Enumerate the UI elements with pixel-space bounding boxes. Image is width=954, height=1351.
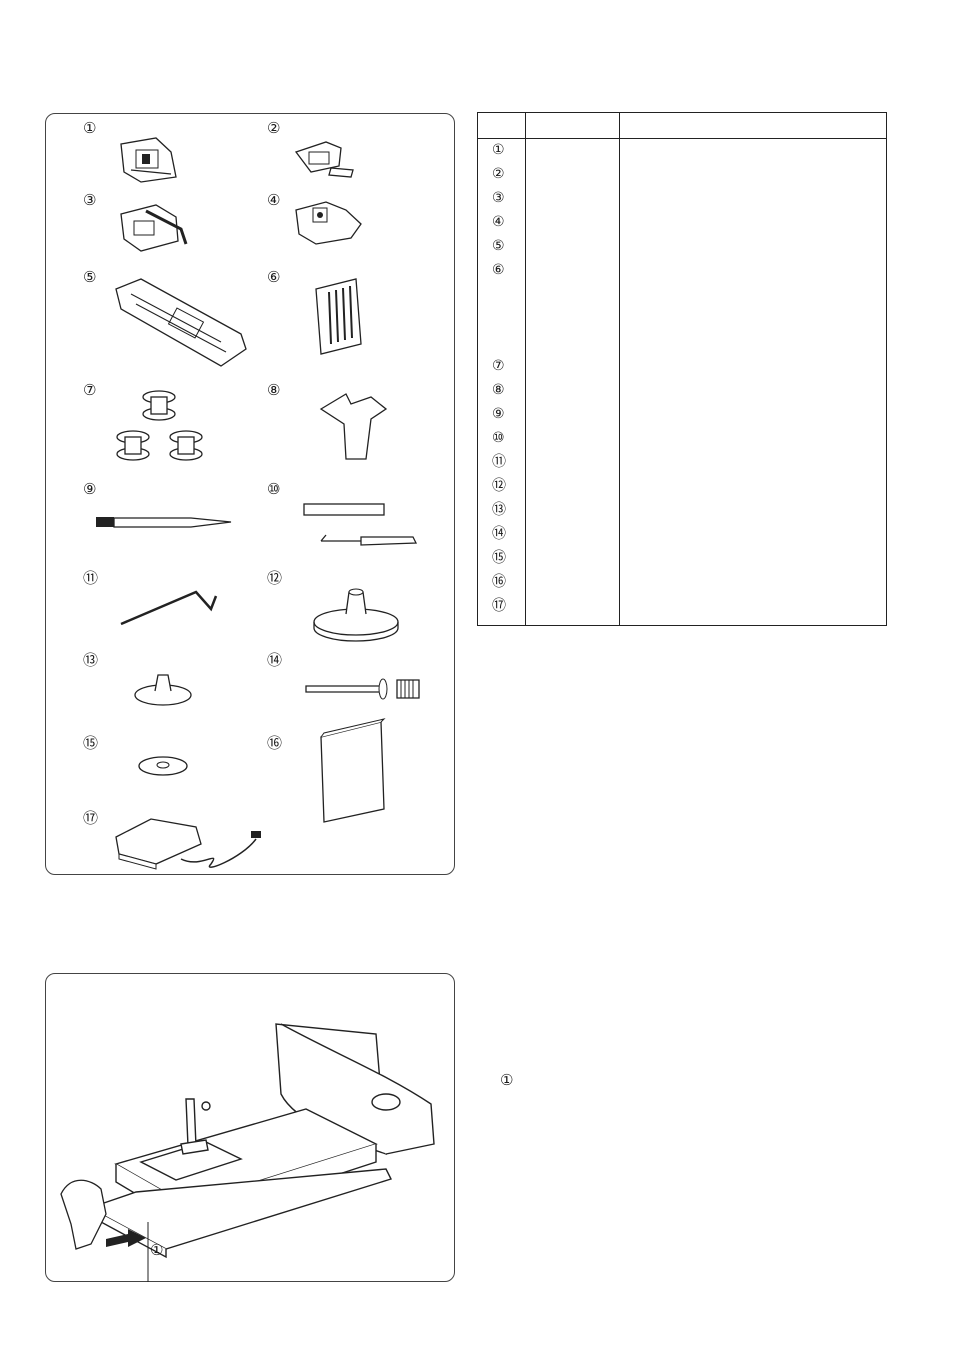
instruction-book-icon bbox=[320, 718, 386, 823]
item-number-7: ⑦ bbox=[83, 381, 97, 399]
sewing-machine-illustration bbox=[60, 1023, 435, 1282]
item-number-8: ⑧ bbox=[267, 381, 281, 399]
table-row-number: ⑭ bbox=[492, 526, 506, 542]
item-number-3: ③ bbox=[83, 191, 97, 209]
table-row-number: ③ bbox=[492, 190, 505, 206]
table-row-number: ⑯ bbox=[492, 574, 506, 590]
needle-set-icon bbox=[315, 278, 362, 355]
table-row-number: ⑧ bbox=[492, 382, 505, 398]
extension-table-label: ① bbox=[500, 1071, 514, 1089]
parts-table: ① ② ③ ④ ⑤ ⑥ ⑦ ⑧ ⑨ ⑩ ⑪ ⑫ ⑬ ⑭ ⑮ ⑯ ⑰ bbox=[477, 112, 887, 626]
accessories-panel: ① ② ③ ④ ⑤ ⑥ ⑦ bbox=[45, 113, 455, 875]
table-row-number: ⑮ bbox=[492, 550, 506, 566]
table-row-number: ⑬ bbox=[492, 502, 506, 518]
zipper-foot-icon bbox=[294, 141, 354, 178]
item-number-14: ⑭ bbox=[267, 651, 283, 669]
felt-washer-icon bbox=[138, 756, 188, 776]
item-number-16: ⑯ bbox=[267, 734, 283, 752]
item-number-15: ⑮ bbox=[83, 734, 99, 752]
item-number-1: ① bbox=[83, 119, 97, 137]
item-number-13: ⑬ bbox=[83, 651, 99, 669]
seam-ripper-icon bbox=[303, 503, 418, 546]
table-row-number: ① bbox=[492, 142, 505, 158]
lint-brush-icon bbox=[96, 517, 232, 528]
screwdriver-icon bbox=[319, 393, 388, 460]
extension-table-panel: ① bbox=[45, 973, 455, 1282]
item-number-5: ⑤ bbox=[83, 268, 97, 286]
table-row-number: ⑪ bbox=[492, 454, 506, 470]
foot-control-icon bbox=[115, 818, 261, 870]
item-number-4: ④ bbox=[267, 191, 281, 209]
item-number-11: ⑪ bbox=[83, 569, 99, 587]
item-number-9: ⑨ bbox=[83, 480, 97, 498]
item-number-2: ② bbox=[267, 119, 281, 137]
table-row-number: ⑦ bbox=[492, 358, 505, 374]
table-row-number: ⑩ bbox=[492, 430, 505, 446]
overcasting-foot-icon bbox=[120, 204, 188, 252]
extension-table-callout: ① bbox=[150, 1241, 164, 1259]
quilting-guide-icon bbox=[120, 590, 218, 626]
item-number-12: ⑫ bbox=[267, 569, 283, 587]
table-row-number: ② bbox=[492, 166, 505, 182]
table-row-number: ⑥ bbox=[492, 262, 505, 278]
bobbins-icon bbox=[116, 390, 203, 461]
table-row-number: ⑨ bbox=[492, 406, 505, 422]
table-row-number: ④ bbox=[492, 214, 505, 230]
table-row-number: ⑰ bbox=[492, 598, 506, 614]
spool-pin-icon bbox=[305, 678, 420, 700]
spool-holder-large-icon bbox=[313, 588, 399, 642]
item-number-6: ⑥ bbox=[267, 268, 281, 286]
item-number-10: ⑩ bbox=[267, 480, 281, 498]
spool-holder-small-icon bbox=[134, 674, 192, 706]
table-row-number: ⑫ bbox=[492, 478, 506, 494]
buttonhole-foot-icon bbox=[115, 278, 247, 367]
satin-stitch-foot-icon bbox=[295, 201, 362, 245]
table-row-number: ⑤ bbox=[492, 238, 505, 254]
item-number-17: ⑰ bbox=[83, 809, 99, 827]
zigzag-foot-icon bbox=[120, 137, 177, 183]
